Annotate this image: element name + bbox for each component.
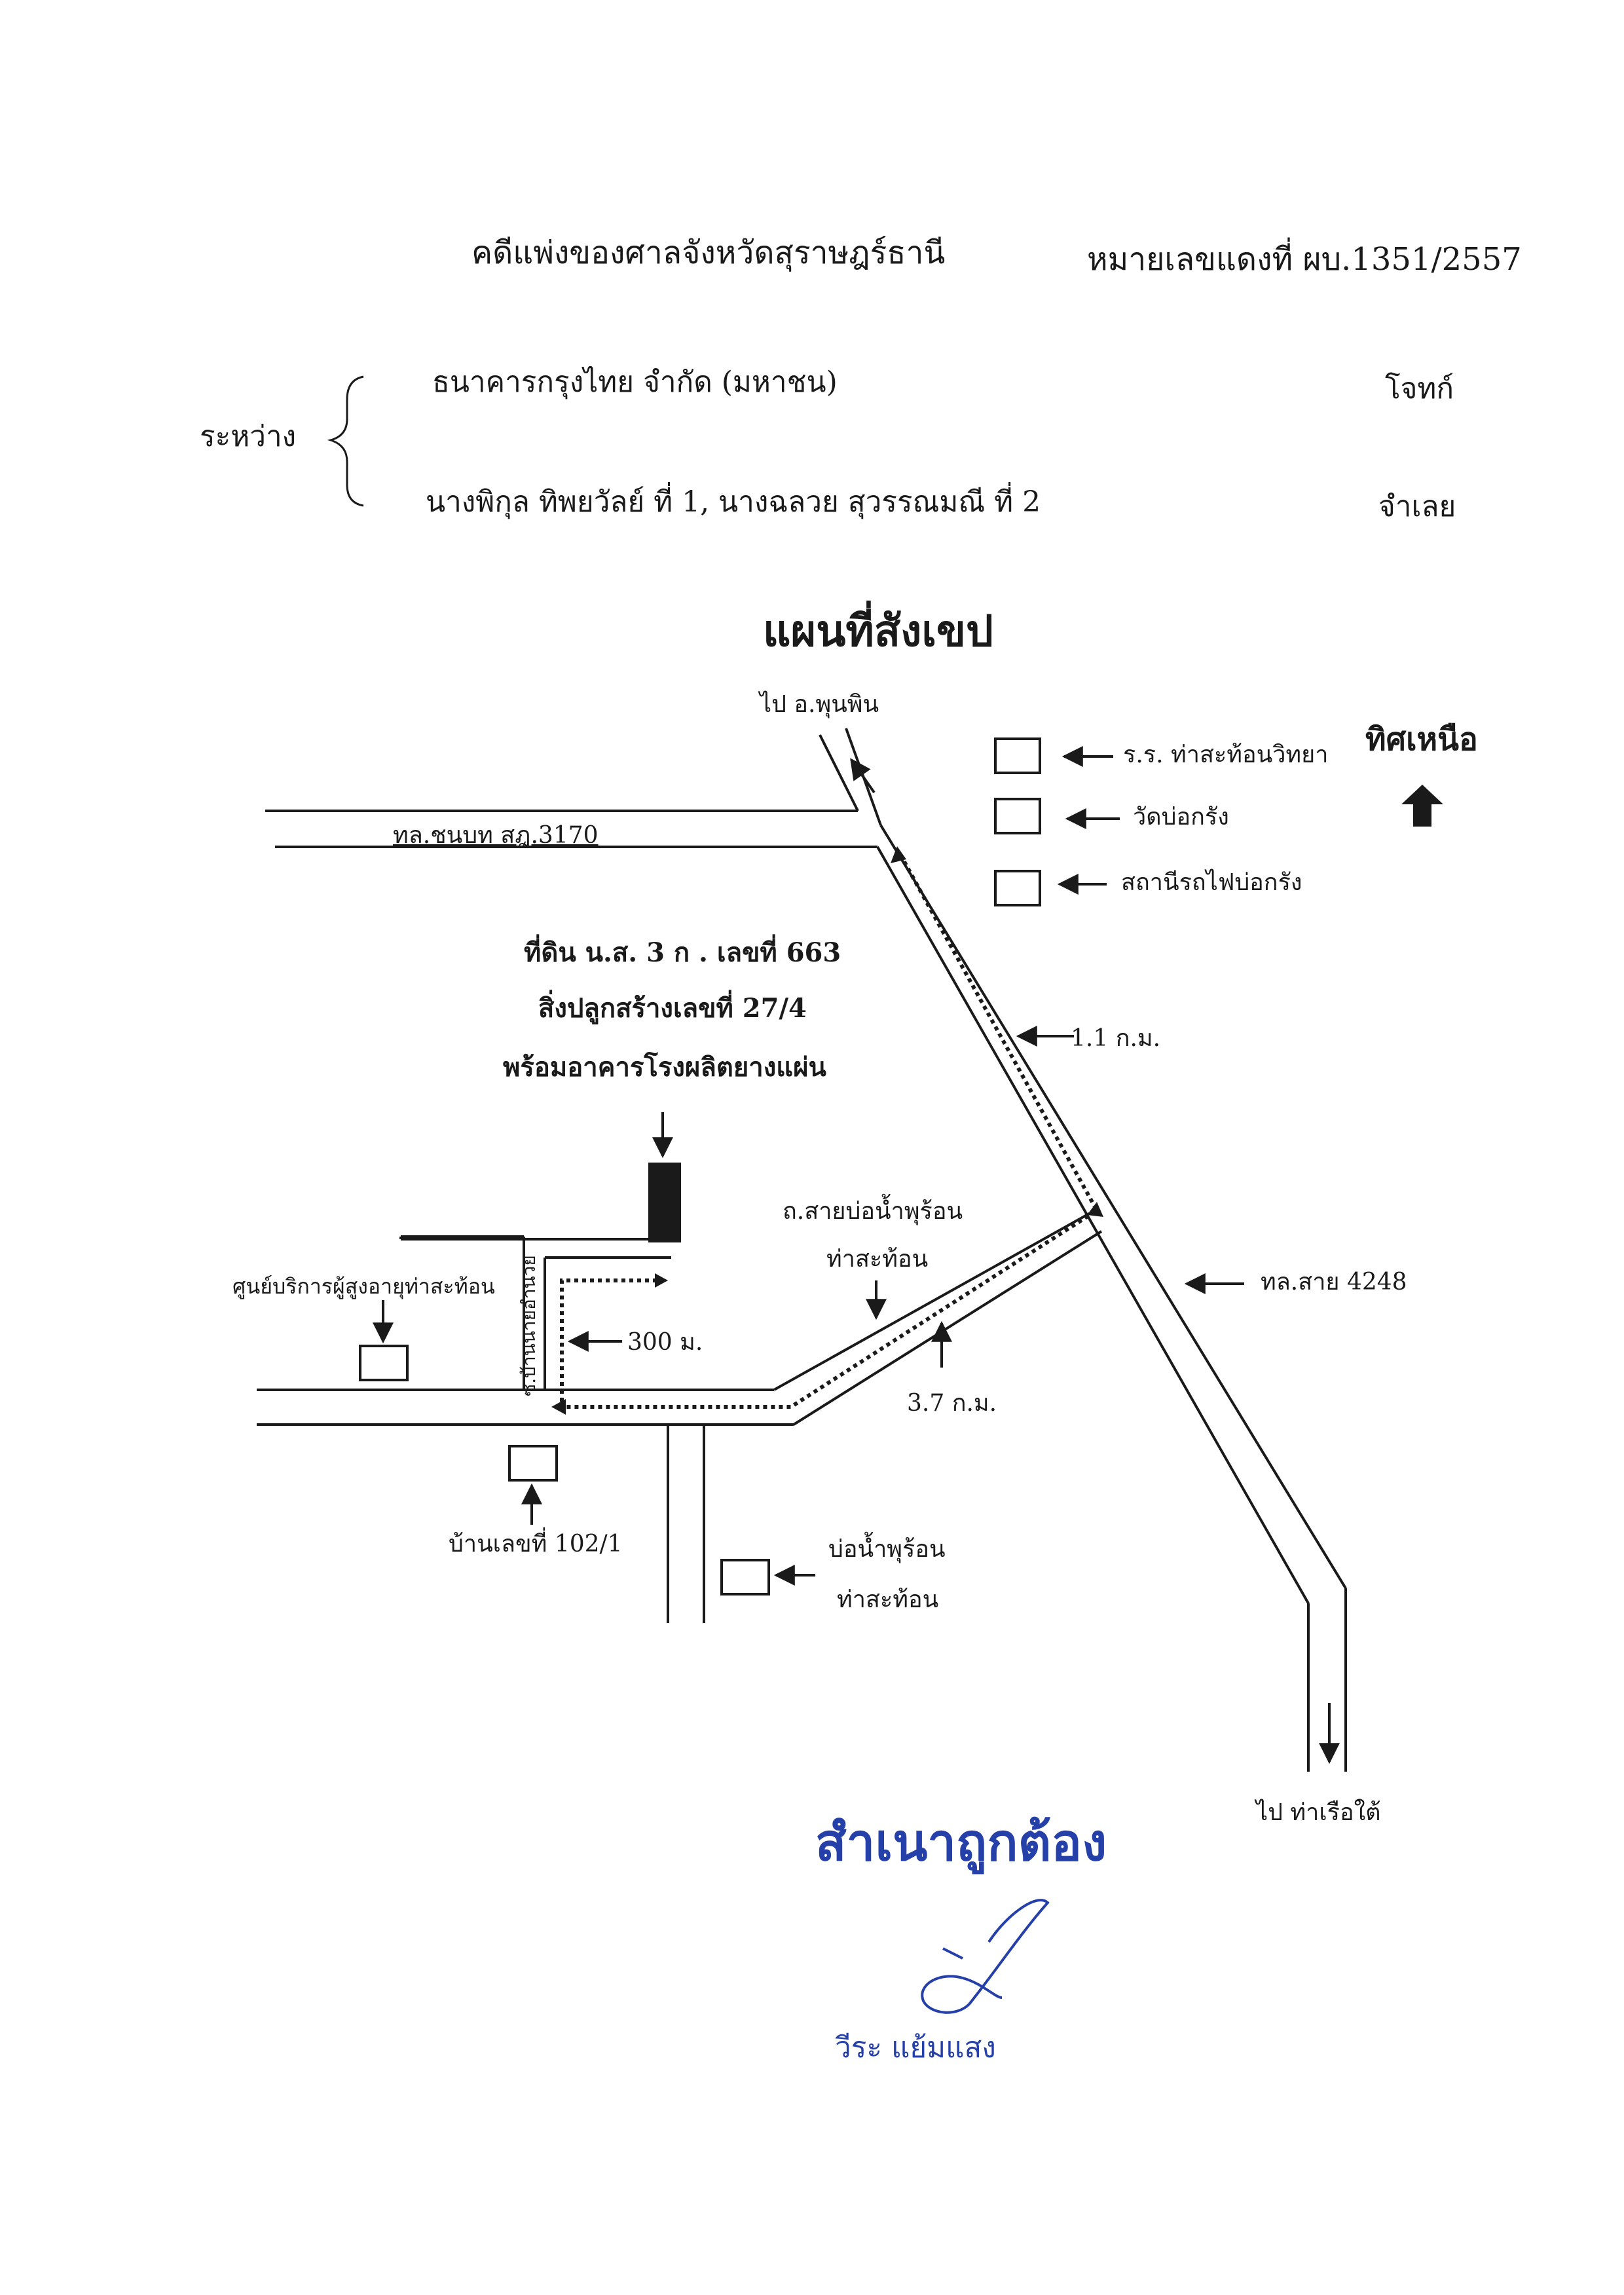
north-label: ทิศเหนือ <box>1365 721 1478 758</box>
branch-distance-label: 3.7 ก.ม. <box>907 1390 997 1417</box>
house-box <box>508 1445 558 1482</box>
plaintiff-role: โจทก์ <box>1385 372 1454 405</box>
map-title: แผนที่สังเขป <box>763 605 993 656</box>
to-phunphin-label: ไป อ.พุนพิน <box>760 691 879 718</box>
north-arrow-icon <box>1401 785 1443 827</box>
certified-copy-stamp: สำเนาถูกต้อง <box>815 1814 1107 1873</box>
signer-name: วีระ แย้มแสง <box>835 2031 996 2064</box>
branch-road-top-edge <box>773 1212 1091 1391</box>
rural-road-label: ทล.ชนบท สฎ.3170 <box>393 822 599 849</box>
legend-school-label: ร.ร. ท่าสะท้อนวิทยา <box>1123 741 1329 768</box>
property-line-3: พร้อมอาคารโรงผลิตยางแผ่น <box>503 1052 826 1083</box>
elder-center-box <box>359 1345 409 1381</box>
lane-name-label: ซ.บ้านนายอำนวย <box>517 1255 540 1396</box>
defendant-names: นางพิกุล ทิพยวัลย์ ที่ 1, นางฉลวย สุวรรณ… <box>426 485 1041 519</box>
lane-distance-label: 300 ม. <box>627 1329 703 1356</box>
legend-box-temple <box>994 798 1041 834</box>
hotspring-box <box>720 1559 770 1595</box>
case-number: หมายเลขแดงที่ ผบ.1351/2557 <box>1087 241 1522 278</box>
court-title: คดีแพ่งของศาลจังหวัดสุราษฎร์ธานี <box>471 234 946 271</box>
property-line-2: สิ่งปลูกสร้างเลขที่ 27/4 <box>538 993 807 1024</box>
legend-station-label: สถานีรถไฟบ่อกรัง <box>1121 869 1302 896</box>
highway-label: ทล.สาย 4248 <box>1261 1269 1407 1296</box>
hotspring-label-1: บ่อน้ำพุร้อน <box>828 1536 946 1563</box>
hotspring-label-2: ท่าสะท้อน <box>837 1586 939 1613</box>
legend-temple-label: วัดบ่อกรัง <box>1133 804 1229 830</box>
to-port-label: ไป ท่าเรือใต้ <box>1256 1799 1381 1826</box>
signature-mark <box>921 1899 1050 2014</box>
property-line-1: ที่ดิน น.ส. 3 ก . เลขที่ 663 <box>524 937 841 968</box>
hotspring-road-label-2: ท่าสะท้อน <box>826 1246 929 1273</box>
highway-left-edge <box>876 846 1310 1604</box>
defendant-role: จำเลย <box>1378 490 1456 523</box>
rubber-factory-marker <box>648 1163 681 1242</box>
plaintiff-name: ธนาคารกรุงไทย จำกัด (มหาชน) <box>432 365 838 399</box>
highway-right-edge <box>879 824 1347 1590</box>
legend-box-station <box>994 870 1041 906</box>
hotspring-road-label-1: ถ.สายบ่อน้ำพุร้อน <box>783 1198 963 1225</box>
elder-center-label: ศูนย์บริการผู้สูงอายุท่าสะท้อน <box>232 1274 495 1299</box>
legend-box-school <box>994 737 1041 774</box>
house-label: บ้านเลขที่ 102/1 <box>449 1531 623 1558</box>
between-label: ระหว่าง <box>200 420 297 453</box>
highway-distance-label: 1.1 ก.ม. <box>1071 1025 1161 1052</box>
